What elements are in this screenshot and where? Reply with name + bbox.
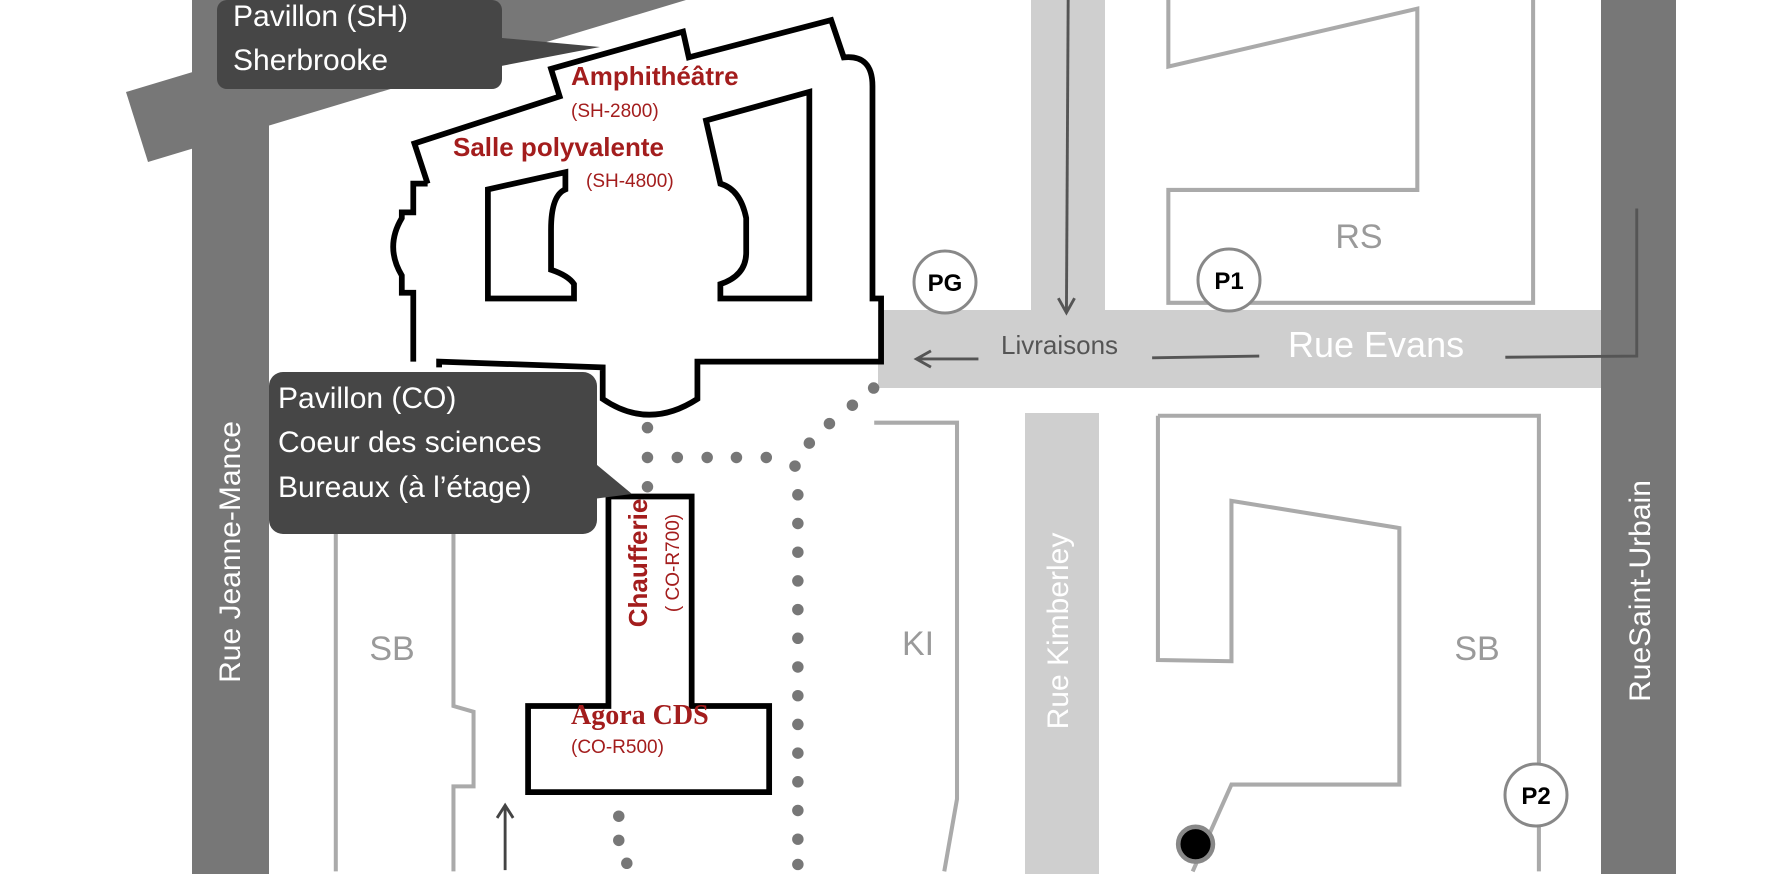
evans-road bbox=[878, 310, 1601, 388]
callout-co-line2: Coeur des sciences bbox=[278, 426, 541, 459]
arrow-up-icon bbox=[495, 802, 515, 871]
street-label-kimberley: Rue Kimberley bbox=[1042, 533, 1075, 730]
room-code-agora: (CO-R500) bbox=[571, 737, 664, 758]
ki-block bbox=[874, 420, 960, 872]
callout-pavillon-sh: Pavillon (SH) Sherbrooke bbox=[217, 0, 600, 89]
callout-sh-line1: Pavillon (SH) bbox=[233, 0, 408, 33]
parking-pg[interactable]: PG bbox=[912, 249, 978, 315]
saint-urbain-road bbox=[1601, 0, 1676, 874]
street-label-saint-urbain: RueSaint-Urbain bbox=[1624, 480, 1657, 702]
sh-courtyard-left bbox=[485, 168, 577, 302]
delivery-route-line bbox=[1152, 354, 1260, 360]
callout-co-line1: Pavillon (CO) bbox=[278, 382, 456, 415]
room-code-salle-polyvalente: (SH-4800) bbox=[586, 171, 674, 192]
parking-pg-label: PG bbox=[928, 270, 963, 297]
parking-p2[interactable]: P2 bbox=[1503, 762, 1569, 828]
street-label-jeanne-mance: Rue Jeanne-Mance bbox=[214, 421, 247, 683]
parking-p1-label: P1 bbox=[1214, 268, 1243, 295]
arrow-down-icon bbox=[1057, 0, 1076, 316]
rs-block bbox=[1166, 0, 1536, 305]
kimberley-south-road bbox=[1025, 413, 1099, 874]
room-code-amphitheatre: (SH-2800) bbox=[571, 101, 659, 122]
chaufferie-agora-outline bbox=[525, 493, 773, 795]
callout-pavillon-co: Pavillon (CO) Coeur des sciences Bureaux… bbox=[269, 372, 632, 534]
callout-sh-line2: Sherbrooke bbox=[233, 44, 388, 77]
room-code-chaufferie: ( CO-R700) bbox=[663, 514, 684, 612]
block-label-ki: KI bbox=[902, 625, 934, 663]
sb-left-block bbox=[333, 533, 476, 872]
delivery-route-line-2 bbox=[1505, 208, 1639, 359]
block-label-sb-left: SB bbox=[369, 630, 414, 668]
deliveries-label: Livraisons bbox=[1001, 330, 1118, 360]
callout-co-line3: Bureaux (à l’étage) bbox=[278, 471, 531, 504]
parking-p2-label: P2 bbox=[1521, 783, 1550, 810]
parking-p1[interactable]: P1 bbox=[1196, 247, 1262, 313]
block-label-rs: RS bbox=[1335, 218, 1382, 256]
walking-path-dots bbox=[613, 382, 880, 871]
room-label-chaufferie[interactable]: Chaufferie bbox=[623, 499, 653, 628]
sh-courtyard-right bbox=[702, 88, 813, 302]
sb-right-block bbox=[1155, 413, 1541, 873]
jeanne-mance-road bbox=[192, 0, 269, 874]
room-label-agora[interactable]: Agora CDS bbox=[571, 700, 709, 731]
location-marker[interactable] bbox=[1175, 824, 1216, 864]
street-label-evans: Rue Evans bbox=[1288, 324, 1464, 365]
room-label-amphitheatre[interactable]: Amphithéâtre bbox=[571, 61, 739, 91]
sh-building-outline bbox=[390, 16, 884, 418]
room-label-salle-polyvalente[interactable]: Salle polyvalente bbox=[453, 132, 664, 162]
block-label-sb-right: SB bbox=[1454, 630, 1499, 668]
arrow-left-icon bbox=[913, 349, 979, 369]
